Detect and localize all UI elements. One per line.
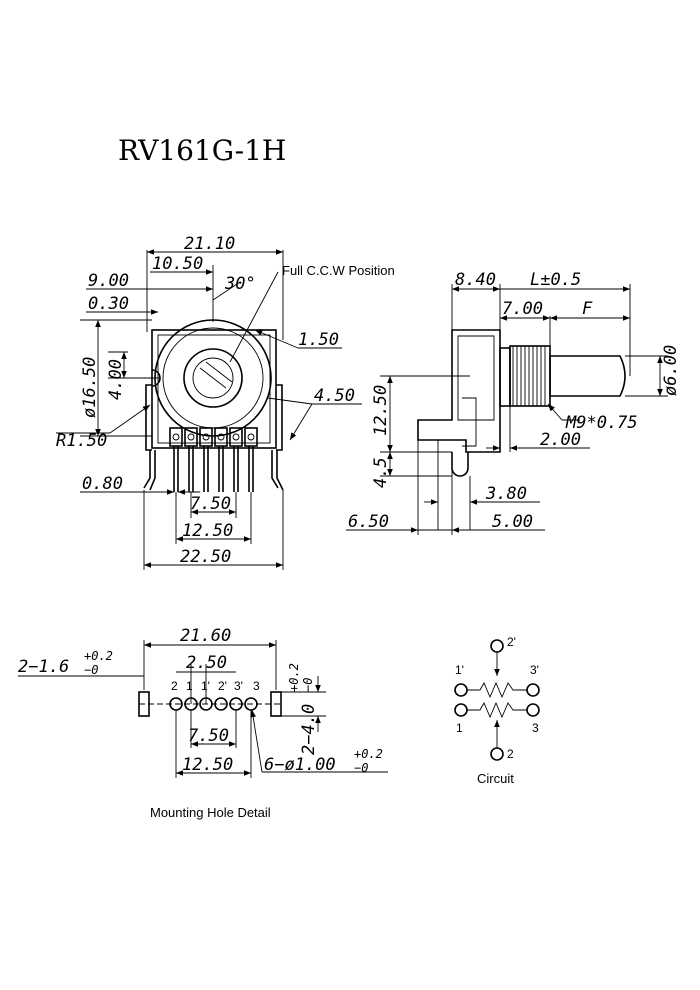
dim-dia-16-50: ø16.50 [80,357,100,418]
side-terminal-bend [462,397,477,447]
dim-4-00: 4.00 [106,359,126,400]
drawing-title: RV161G-1H [118,134,286,167]
pin-label-3p: 3' [234,679,243,693]
dim-22-50: 22.50 [180,547,231,567]
front-bracket-right [276,384,283,451]
dim-4-50: 4.50 [314,386,355,406]
dim-0-30: 0.30 [88,294,129,314]
dim-7-00: 7.00 [502,299,543,319]
front-leg-left [143,450,156,491]
dim-8-40: 8.40 [455,270,496,290]
front-shaft-inner [192,357,234,399]
circuit-label-3p: 3' [530,663,539,677]
pin-label-1: 1 [186,679,193,693]
front-view: 21.10 10.50 30° Full C.C.W Position 9.00… [56,234,395,570]
side-shaft [549,355,626,397]
dim-thread: M9*0.75 [565,413,638,433]
circuit-label-3: 3 [532,721,539,735]
circuit-terminal-3 [526,703,540,717]
front-leg-right [271,450,284,491]
side-thread-hatch [512,346,546,406]
pin-label-1p: 1' [201,679,210,693]
front-body-inner [157,334,271,444]
dim-dia-6-00: ø6.00 [661,345,681,396]
front-terminal-row [169,427,258,447]
circuit-terminal-2p [490,639,504,653]
dim-2-50: 2.50 [186,653,227,673]
dim-6-holes-tol-plus: +0.2 [354,747,383,761]
mounting-hole-detail: 21.60 2−1.6 +0.2 −0 2.50 2 1 1' 2' 3' 3 [18,626,388,820]
circuit-caption: Circuit [477,771,514,786]
dim-4-5: 4.5 [371,457,391,488]
pin-label-2p: 2' [218,679,227,693]
dim-9-00: 9.00 [88,271,129,291]
dim-2-4-0-tol-minus: −0 [301,678,315,692]
circuit-resistor-bottom [467,701,527,719]
dim-6-50: 6.50 [348,512,389,532]
dim-2-4-0-tol-plus: +0.2 [287,663,301,692]
circuit-label-1p: 1' [455,663,464,677]
circuit-terminal-3p [526,683,540,697]
circuit-terminal-1 [454,703,468,717]
front-terminal-pins [173,446,254,492]
dim-21-10: 21.10 [184,234,235,254]
dim-10-50: 10.50 [152,254,203,274]
dim-3-80: 3.80 [485,484,527,504]
dim-side-12-50: 12.50 [371,385,391,436]
side-pin [451,452,469,477]
circuit-terminal-1p [454,683,468,697]
dim-2-1-6: 2−1.6 [18,657,69,677]
dim-6-holes-tol-minus: −0 [354,761,368,775]
dim-f: F [582,299,593,319]
circuit-diagram: 2' 1' 3' 1 3 2 Circuit [454,635,540,786]
circuit-label-2: 2 [507,747,514,761]
side-view: 8.40 L±0.5 7.00 F ø6.00 M9*0.75 12.50 2.… [346,270,681,535]
side-body-inner [457,335,495,421]
dim-2-4-0: 2−4.0 [299,704,319,755]
dim-0-80: 0.80 [82,474,123,494]
dim-5-00: 5.00 [492,512,533,532]
front-shaft-slot [199,361,233,389]
front-mid-circle [162,327,264,429]
side-bushing-thread [509,345,551,407]
mounting-caption: Mounting Hole Detail [150,805,271,820]
dim-r-1-50: R1.50 [56,431,107,451]
circuit-resistor-top [467,681,527,699]
pin-label-2: 2 [171,679,178,693]
circuit-terminal-2 [490,747,504,761]
dim-front-7-50: 7.50 [190,494,231,514]
front-shaft-circle [183,348,243,408]
dim-21-60: 21.60 [180,626,231,646]
dim-2-1-6-tol-plus: +0.2 [84,649,113,663]
dim-2-00: 2.00 [540,430,581,450]
dim-mount-12-50: 12.50 [182,755,233,775]
dim-1-50: 1.50 [298,330,339,350]
pin-label-3: 3 [253,679,260,693]
front-bracket-left [145,384,152,451]
side-bushing-base [499,347,511,407]
front-body-outline [151,329,277,449]
side-body [417,329,501,453]
dim-6-holes: 6−ø1.00 [264,755,336,775]
circuit-label-1: 1 [456,721,463,735]
dim-mount-7-50: 7.50 [188,726,229,746]
circuit-label-2p: 2' [507,635,516,649]
note-full-ccw: Full C.C.W Position [282,263,395,278]
dim-30-deg: 30° [224,274,256,294]
dim-l: L±0.5 [530,270,581,290]
dim-2-1-6-tol-minus: −0 [84,663,98,677]
dim-front-12-50: 12.50 [182,521,233,541]
